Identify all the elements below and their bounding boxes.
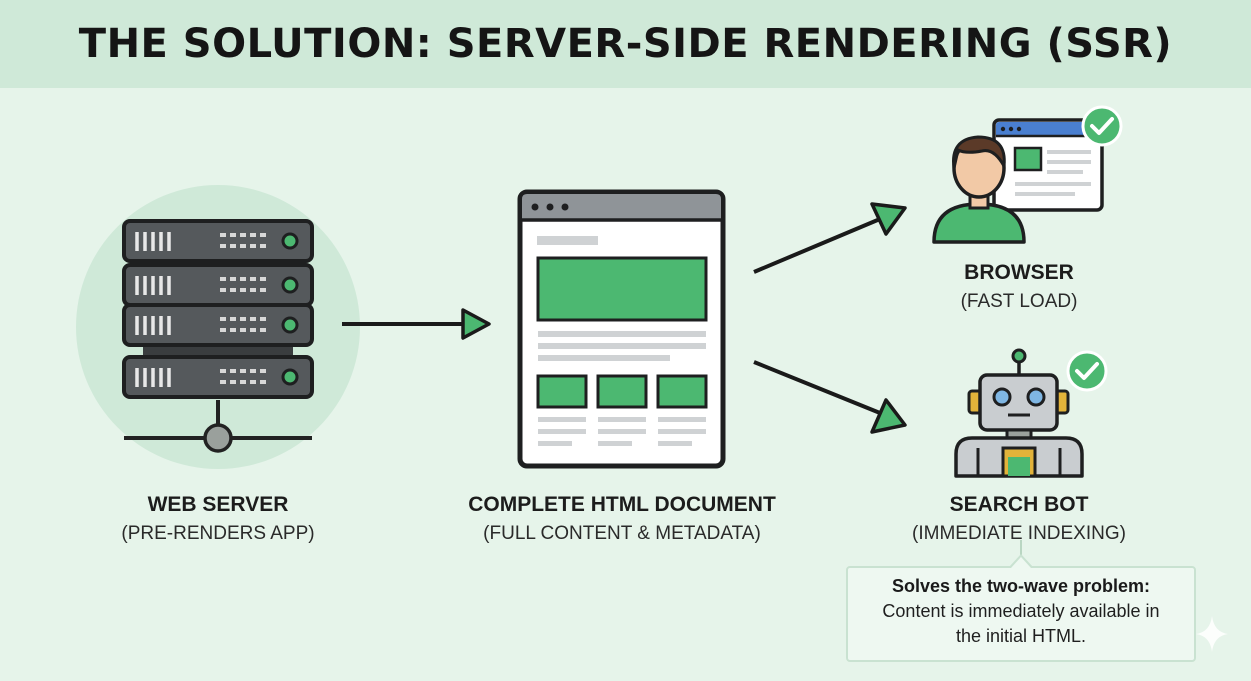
callout-pointer-fill: [1011, 557, 1031, 568]
callout-title: Solves the two-wave problem:: [891, 576, 1151, 596]
robot-icon: [954, 348, 1108, 478]
server-unit: [122, 263, 314, 307]
callout-body: Content is immediately available in the …: [882, 601, 1160, 646]
arrow-icon: [753, 360, 907, 434]
server-unit: [122, 355, 314, 399]
document-label: COMPLETE HTML DOCUMENT (FULL CONTENT & M…: [468, 493, 776, 545]
server-title: WEB SERVER: [147, 493, 289, 516]
sparkle-icon: [1196, 616, 1228, 652]
server-rack-icon: [76, 185, 360, 469]
callout-box: Solves the two-wave problem: Content is …: [846, 566, 1196, 662]
html-document-icon: [517, 189, 726, 469]
title-banner: THE SOLUTION: SERVER-SIDE RENDERING (SSR…: [0, 0, 1251, 88]
arrow-icon: [753, 202, 907, 274]
arrow-icon: [342, 308, 491, 340]
bot-subtitle: (IMMEDIATE INDEXING): [912, 523, 1126, 544]
user-browser-icon: [932, 105, 1123, 244]
document-subtitle: (FULL CONTENT & METADATA): [483, 523, 761, 544]
bot-label: SEARCH BOT (IMMEDIATE INDEXING): [912, 493, 1126, 545]
page-title: THE SOLUTION: SERVER-SIDE RENDERING (SSR…: [78, 21, 1173, 67]
server-label: WEB SERVER (PRE-RENDERS APP): [121, 493, 314, 545]
server-unit: [122, 303, 314, 347]
browser-title: BROWSER: [964, 261, 1074, 284]
browser-subtitle: (FAST LOAD): [960, 291, 1078, 312]
server-subtitle: (PRE-RENDERS APP): [121, 523, 315, 544]
server-unit: [122, 219, 314, 263]
browser-label: BROWSER (FAST LOAD): [961, 261, 1078, 313]
bot-title: SEARCH BOT: [949, 493, 1089, 516]
document-title: COMPLETE HTML DOCUMENT: [468, 493, 776, 516]
